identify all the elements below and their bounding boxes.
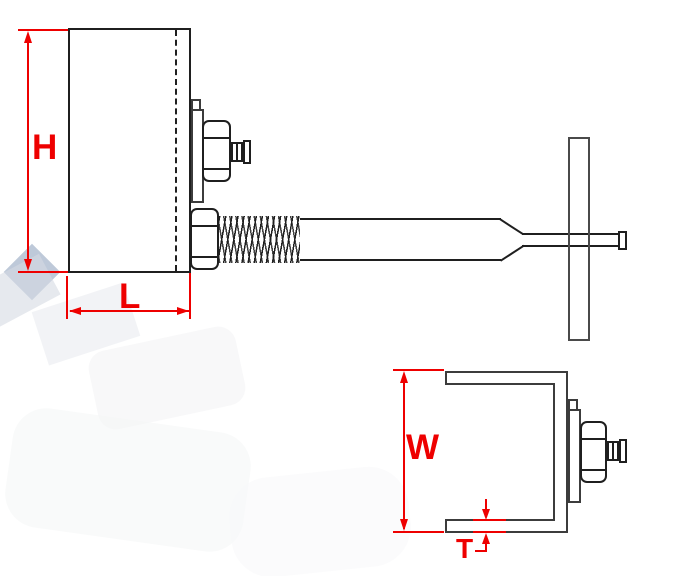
set-screw-tip-end	[619, 439, 627, 463]
nut-facet-line	[204, 137, 229, 139]
dim-thickness-leader-lower	[485, 542, 487, 552]
nut-facet-line	[192, 225, 217, 227]
rod-tip-shaft	[522, 233, 619, 247]
hex-nut-upper	[202, 120, 231, 182]
channel-opening	[445, 383, 555, 521]
hex-nut-lower	[190, 208, 219, 270]
hex-nut-end	[580, 421, 607, 483]
dim-thickness-edge-bottom	[473, 531, 506, 533]
rod-tip-cap	[618, 231, 627, 250]
dim-thickness-label: T	[456, 533, 474, 564]
dim-length-label: L	[119, 277, 141, 316]
dim-thickness-arrow-up	[482, 533, 490, 544]
dim-width-arrow-up	[400, 371, 408, 383]
rod-shaft	[300, 218, 501, 261]
dim-thickness-leader-horizontal	[475, 550, 487, 552]
dim-length-line	[70, 310, 189, 312]
nut-facet-line	[204, 168, 229, 170]
tee-handle-bar	[568, 137, 590, 341]
dim-thickness-leader-upper	[485, 499, 487, 513]
dim-width-label: W	[406, 428, 440, 467]
dim-height-line	[27, 34, 29, 268]
dim-length-ext-right	[189, 273, 191, 319]
clamp-body	[68, 28, 191, 273]
dim-width-ext-bottom	[393, 531, 444, 533]
set-screw-threads-end	[607, 441, 619, 461]
dim-length-arrow-left	[69, 307, 81, 315]
set-screw-tip	[243, 140, 251, 164]
dim-length-ext-left	[66, 276, 68, 319]
channel-open-side-eraser	[444, 384, 449, 520]
dim-width-arrow-down	[400, 519, 408, 531]
dim-height-label: H	[32, 128, 58, 167]
nut-facet-line	[192, 256, 217, 258]
dim-width-ext-top	[393, 369, 444, 371]
body-hidden-edge-line	[175, 30, 177, 271]
dim-height-arrow-up	[24, 31, 32, 43]
dim-height-ext-top	[18, 29, 68, 31]
dim-thickness-edge-top	[473, 519, 506, 521]
dim-width-line	[403, 374, 405, 529]
dim-height-ext-bottom	[18, 271, 68, 273]
rod-threaded-section	[219, 216, 300, 263]
nut-facet-line	[582, 438, 605, 440]
dim-thickness-arrow-down	[482, 509, 490, 520]
dim-length-arrow-right	[177, 307, 189, 315]
dim-height-arrow-down	[24, 259, 32, 271]
set-screw-threads	[231, 142, 243, 162]
nut-facet-line	[582, 469, 605, 471]
